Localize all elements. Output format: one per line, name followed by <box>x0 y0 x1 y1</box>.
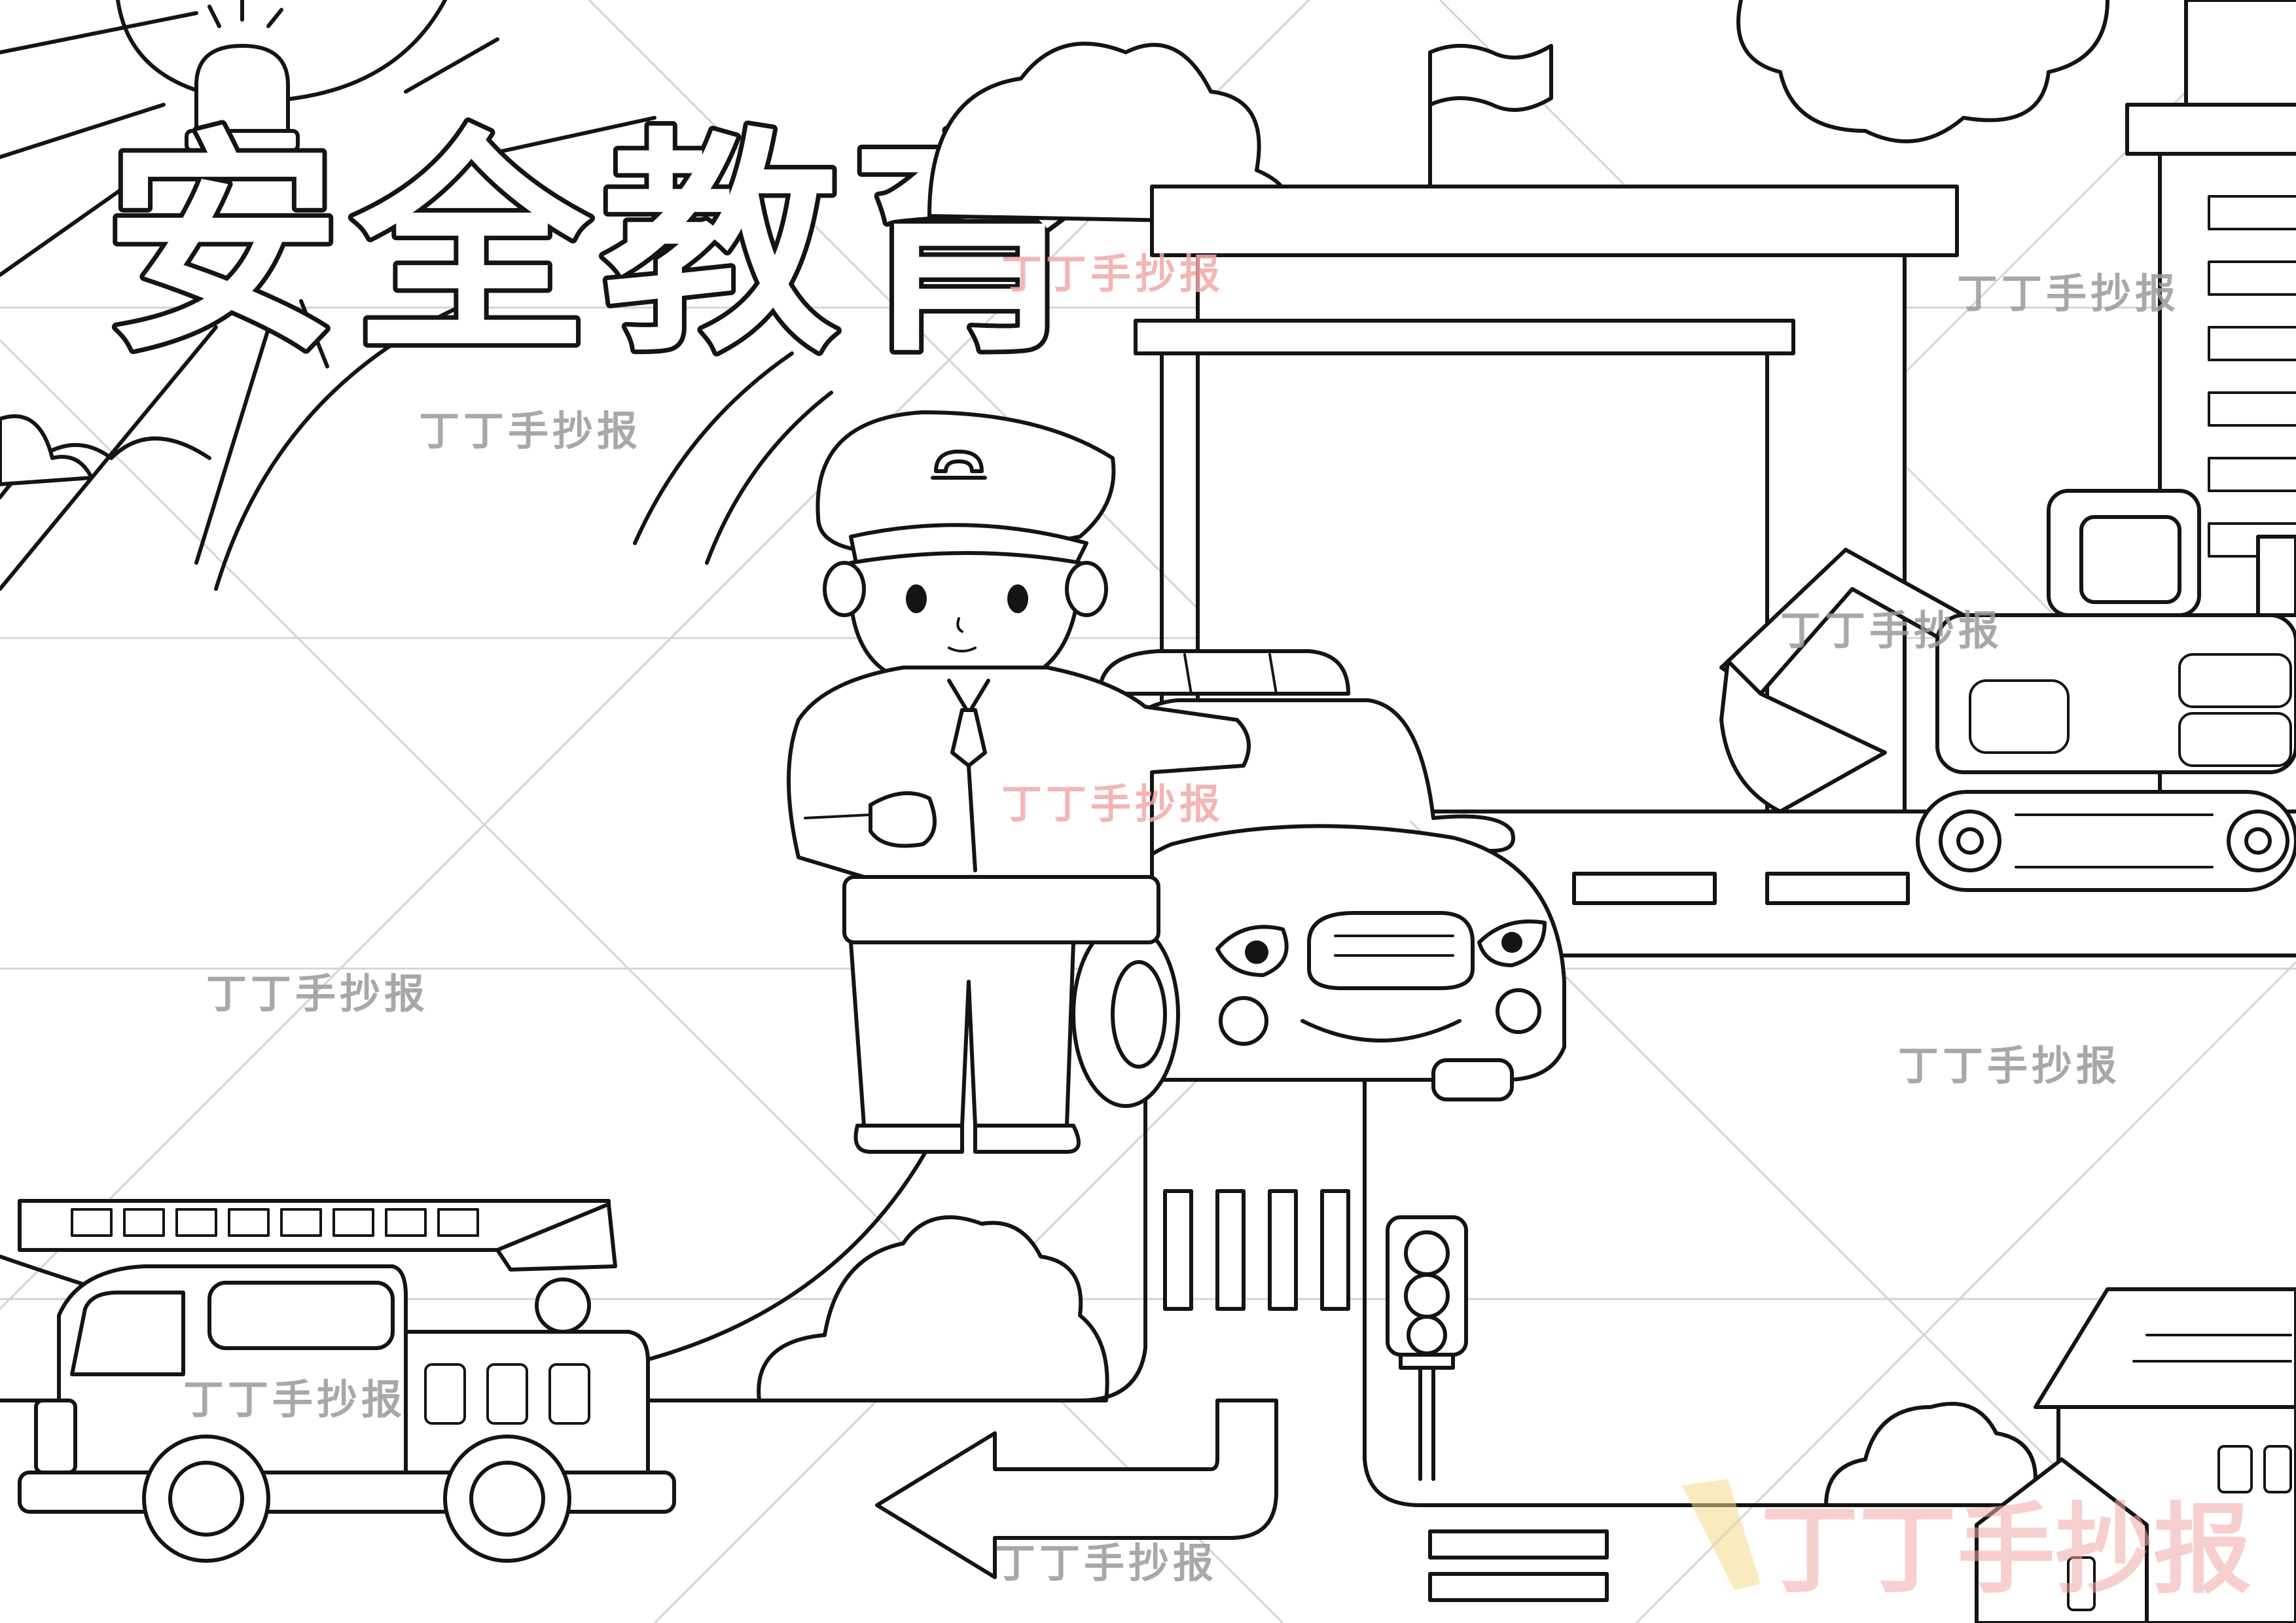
watermark-text-2: 丁丁手抄报 <box>1957 270 2179 317</box>
fire-truck <box>18 1199 676 1563</box>
watermark-text-8: 丁丁手抄报 <box>1001 780 1224 828</box>
police-cap-emblem-icon <box>934 450 984 473</box>
sun-with-rays <box>0 0 656 591</box>
watermark-text-1: 丁丁手抄报 <box>419 407 641 455</box>
poster-title-text: 安全教育 <box>105 109 1100 383</box>
watermark-text-4: 丁丁手抄报 <box>206 970 429 1018</box>
watermark-text-9: 丁丁手抄报 <box>1001 250 1224 298</box>
car-smile-icon <box>1300 1019 1462 1043</box>
cloud-left-small <box>0 414 94 486</box>
watermarks: 丁丁手抄报 丁丁手抄报 丁丁手抄报 丁丁手抄报 丁丁手抄报 丁丁手抄报 丁丁手抄… <box>183 250 2179 1587</box>
excavator <box>1719 489 2296 892</box>
siren-light-icon <box>185 0 300 152</box>
watermark-text-7: 丁丁手抄报 <box>995 1539 1217 1587</box>
watermark-text-5: 丁丁手抄报 <box>1898 1042 2121 1090</box>
cloud-top-right <box>1736 0 2109 143</box>
brand-watermark-logo: 丁丁手抄报 <box>1682 1479 2251 1607</box>
crossroads <box>0 954 1933 1602</box>
cloud-bottom-right <box>1824 1402 2037 1507</box>
traffic-light-icon <box>1386 1215 1468 1481</box>
watermark-text-3: 丁丁手抄报 <box>1780 607 2003 654</box>
cloud-bottom-center <box>757 1215 1109 1402</box>
flag-icon <box>1428 44 1553 112</box>
cloud-top-center <box>927 41 1291 224</box>
brand-watermark-text: 丁丁手抄报 <box>1761 1493 2251 1607</box>
watermark-text-6: 丁丁手抄报 <box>183 1376 406 1423</box>
turn-left-arrow-icon <box>875 1399 1278 1579</box>
traffic-police-officer <box>787 410 1251 1154</box>
poster-title: 安全教育 <box>100 104 1100 387</box>
pencil-logo-icon <box>1682 1479 1761 1590</box>
small-house <box>1975 1287 2296 1623</box>
